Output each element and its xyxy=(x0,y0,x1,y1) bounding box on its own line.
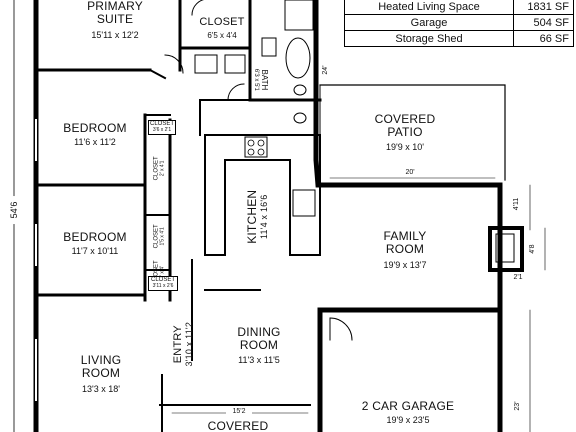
covered-patio-label: COVERED PATIO xyxy=(360,112,450,140)
fireplace xyxy=(495,233,515,263)
garage-size: 19'9 x 23'5 xyxy=(386,415,430,425)
dining-room-name-1: DINING xyxy=(237,325,281,339)
exterior-wall xyxy=(313,0,503,432)
entry-size: 3'10 x 11'2 xyxy=(184,321,195,367)
entry-name: ENTRY xyxy=(171,325,184,364)
kitchen-label: KITCHEN 11'4 x 16'6 xyxy=(245,179,270,255)
primary-suite-name-2: SUITE xyxy=(96,12,134,27)
fireplace-side-dimension: 4'11 xyxy=(512,197,520,211)
bedroom-2-name: BEDROOM xyxy=(63,230,127,244)
garage-name: 2 CAR GARAGE xyxy=(361,399,455,413)
closet-top-name: CLOSET xyxy=(199,16,245,28)
stove xyxy=(244,136,268,158)
bath-label: BATH 6'3 x 5'1 xyxy=(252,56,269,104)
kitchen-size: 11'4 x 16'6 xyxy=(259,194,270,240)
garage-door xyxy=(329,317,353,341)
closet-3-label: CLOSET 1'5 x 4'1 xyxy=(154,216,167,256)
patio-width-dimension: 20' xyxy=(400,169,420,178)
bath-name: BATH xyxy=(259,69,269,91)
door-swing xyxy=(164,54,184,74)
kitchen-sink xyxy=(292,189,316,217)
burner xyxy=(257,148,265,156)
closet-5-label: CLOSET 3'11 x 2'6 xyxy=(148,276,178,291)
area-label: Heated Living Space xyxy=(344,0,514,15)
closet-shelf xyxy=(224,54,246,74)
kitchen-name: KITCHEN xyxy=(245,189,260,244)
burner xyxy=(247,148,255,156)
living-room-name-1: LIVING xyxy=(80,353,122,367)
area-value: 66 SF xyxy=(513,30,574,47)
family-room-size: 19'9 x 13'7 xyxy=(383,260,427,270)
family-room-name-2: ROOM xyxy=(385,242,425,257)
family-room-name-1: FAMILY xyxy=(383,229,427,243)
bedroom-1-size: 11'6 x 11'2 xyxy=(74,137,116,147)
burner xyxy=(247,139,255,147)
shower xyxy=(284,0,314,31)
closet-1-size: 3'6 x 2'1 xyxy=(152,126,172,133)
overall-left-dimension: 54'6 xyxy=(8,196,20,225)
closet-1-name: CLOSET xyxy=(149,121,174,127)
closet-2-size: 2' x 4'1 xyxy=(159,160,166,177)
covered-patio-name-2: PATIO xyxy=(387,125,423,140)
bath-size: 6'3 x 5'1 xyxy=(252,68,259,91)
porch-width-dimension: 15'2 xyxy=(226,408,252,417)
closet-top-size: 6'5 x 4'4 xyxy=(207,31,237,40)
chimney xyxy=(488,226,524,272)
primary-suite-name-1: PRIMARY xyxy=(87,0,143,13)
living-room-name-2: ROOM xyxy=(81,366,121,381)
interior-wall xyxy=(148,68,167,80)
fireplace-width-dimension: 4'8 xyxy=(528,244,536,254)
covered-patio-size: 19'9 x 10' xyxy=(386,142,424,152)
closet-5-name: CLOSET xyxy=(150,277,175,283)
dining-room-label: DINING ROOM xyxy=(214,325,304,353)
closet-shelf xyxy=(194,54,218,74)
door-swing xyxy=(227,83,245,101)
fireplace-bottom-dimension: 2'1 xyxy=(513,274,523,281)
area-label: Garage xyxy=(344,14,514,31)
primary-suite-size: 15'11 x 12'2 xyxy=(91,30,139,40)
covered-patio-name-1: COVERED xyxy=(374,112,436,126)
garage-depth-dimension: 23' xyxy=(513,401,521,411)
area-value: 1831 SF xyxy=(513,0,574,15)
area-label: Storage Shed xyxy=(344,30,514,47)
covered-porch-name: COVERED xyxy=(196,419,280,432)
bedroom-1-name: BEDROOM xyxy=(63,121,127,135)
patio-depth-dimension: 24' xyxy=(321,65,329,75)
sink xyxy=(293,112,307,124)
area-value: 504 SF xyxy=(513,14,574,31)
primary-suite-label: PRIMARY SUITE xyxy=(70,0,160,27)
closet-1-label: CLOSET 3'6 x 2'1 xyxy=(148,120,176,135)
dining-room-size: 11'3 x 11'5 xyxy=(238,355,280,365)
entry-label: ENTRY 3'10 x 11'2 xyxy=(172,309,194,379)
tub xyxy=(285,37,311,79)
door-swing xyxy=(191,0,205,16)
closet-3-size: 1'5 x 4'1 xyxy=(159,227,166,246)
sink xyxy=(293,84,307,96)
family-room-label: FAMILY ROOM xyxy=(360,229,450,257)
living-room-label: LIVING ROOM xyxy=(56,353,146,381)
dining-room-name-2: ROOM xyxy=(239,338,279,353)
toilet xyxy=(261,37,277,57)
living-room-size: 13'3 x 18' xyxy=(82,384,120,394)
closet-2-label: CLOSET 2' x 4'1 xyxy=(154,148,167,188)
closet-5-size: 3'11 x 2'6 xyxy=(152,282,174,289)
patio-outline xyxy=(319,84,506,181)
burner xyxy=(257,139,265,147)
bedroom-2-size: 11'7 x 10'11 xyxy=(71,246,119,256)
